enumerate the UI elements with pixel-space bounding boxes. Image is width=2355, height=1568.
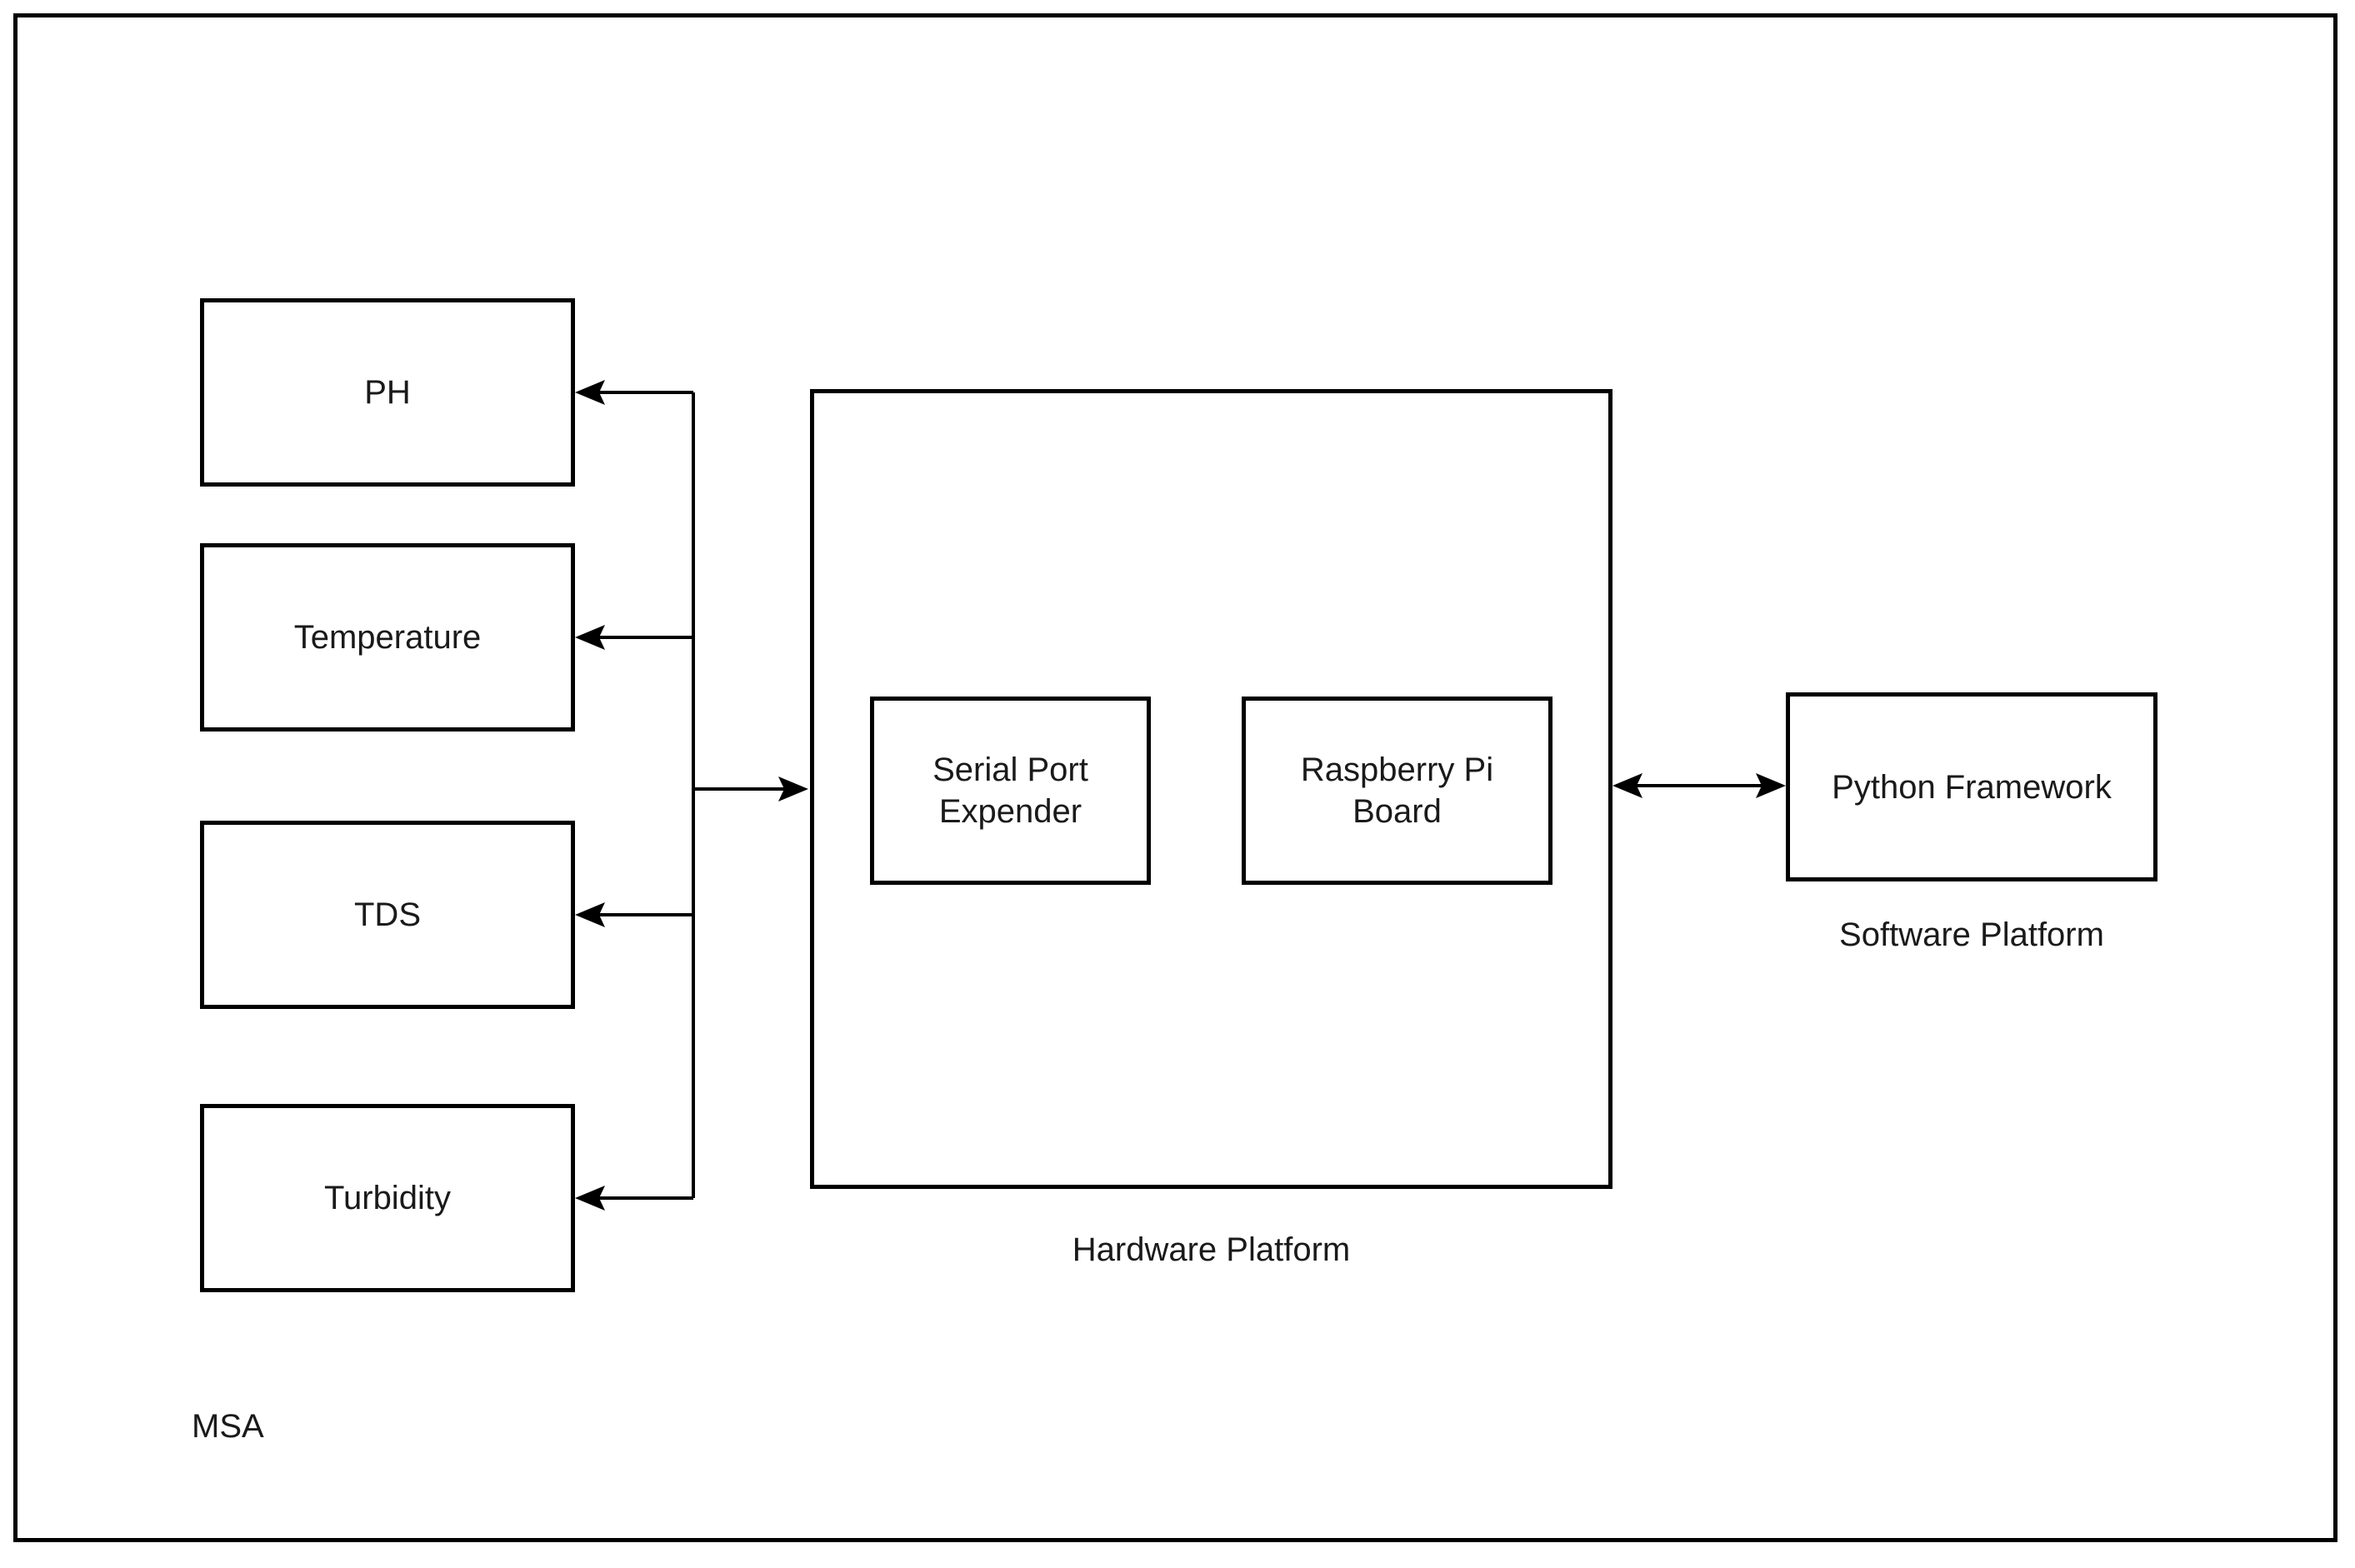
sensor-node-temperature-label: Temperature [293, 619, 482, 656]
sensor-node-temperature: Temperature [200, 543, 575, 732]
node-python-framework-label: Python Framework [1832, 768, 2112, 806]
sensor-node-tds: TDS [200, 821, 575, 1009]
sensor-node-turbidity-label: Turbidity [324, 1180, 451, 1216]
sensor-node-turbidity: Turbidity [200, 1104, 575, 1292]
sensor-node-tds-label: TDS [354, 896, 421, 933]
msa-caption: MSA [192, 1408, 264, 1445]
node-raspberry-pi-board: Raspberry Pi Board [1242, 697, 1552, 885]
software-platform-caption: Software Platform [1839, 916, 2104, 953]
node-raspberry-pi-board-label: Raspberry Pi Board [1300, 752, 1494, 830]
sensor-node-ph-label: PH [364, 374, 411, 411]
node-serial-port-expender: Serial Port Expender [870, 697, 1151, 885]
node-python-framework: Python Framework [1786, 692, 2158, 881]
node-serial-port-expender-label: Serial Port Expender [932, 752, 1088, 830]
sensor-node-ph: PH [200, 298, 575, 487]
hardware-platform-caption: Hardware Platform [1072, 1231, 1351, 1268]
